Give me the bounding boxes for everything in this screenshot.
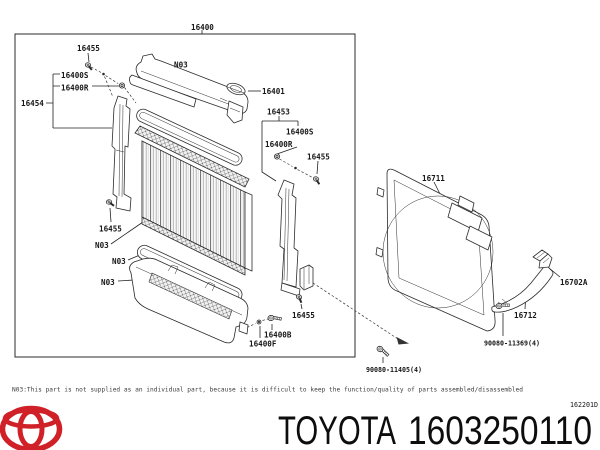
part-label-16401: 16401 <box>262 87 285 96</box>
left-bracket-part <box>111 95 132 212</box>
screw-icon <box>83 61 94 71</box>
part-label-n03-tank-bottom: N03 <box>101 278 115 287</box>
fan-shroud-part <box>375 168 496 332</box>
part-number-text: 1603250110 <box>408 409 592 450</box>
part-label-16453: 16453 <box>267 108 290 117</box>
part-label-n03-gasket: N03 <box>112 257 126 266</box>
screw-icon <box>311 175 323 186</box>
part-label-90080-11369: 90080-11369(4) <box>484 340 540 348</box>
note-text: N03:This part is not supplied as an indi… <box>12 386 523 394</box>
part-label-16455-right: 16455 <box>307 153 330 162</box>
part-label-16455-left: 16455 <box>99 225 122 234</box>
part-label-16454: 16454 <box>21 99 44 108</box>
bolt-icon <box>375 344 391 358</box>
lower-tank-part <box>129 257 249 344</box>
screw-icon <box>105 198 115 208</box>
part-label-16400: 16400 <box>191 23 214 32</box>
right-bracket-part <box>277 179 314 297</box>
part-label-16455-drain: 16455 <box>292 311 315 320</box>
part-label-16400s-left: 16400S <box>61 71 89 80</box>
part-label-16400b: 16400B <box>264 331 292 340</box>
diagram-ref-code: 162201D <box>570 401 598 409</box>
part-label-16702a: 16702A <box>560 278 588 287</box>
part-label-16400r-left: 16400R <box>61 84 89 93</box>
bracket-16702a-part <box>532 249 553 269</box>
part-label-16711: 16711 <box>422 174 445 183</box>
upper-tank-part <box>128 53 249 124</box>
part-label-n03-core: N03 <box>95 241 109 250</box>
radiator-core-part <box>134 125 253 276</box>
radiator-cap-part <box>226 82 246 96</box>
leader-lines <box>46 52 561 363</box>
part-label-16400r-right: 16400R <box>265 140 293 149</box>
part-label-16400s-right: 16400S <box>286 128 314 137</box>
part-label-16400f: 16400F <box>249 340 277 349</box>
part-label-16712: 16712 <box>514 311 537 320</box>
part-label-16455-top: 16455 <box>77 44 100 53</box>
assembly-boundary-box <box>14 33 356 358</box>
part-label-n03-tank-top: N03 <box>174 61 188 70</box>
grommet-icons <box>119 82 280 325</box>
part-label-90080-11405: 90080-11405(4) <box>366 366 422 374</box>
dashed-assembly-lines <box>90 66 409 345</box>
bolt-icon <box>267 313 283 323</box>
upper-gasket-part <box>136 108 243 166</box>
toyota-logo <box>0 405 63 450</box>
brand-text: TOYOTA <box>278 409 396 450</box>
